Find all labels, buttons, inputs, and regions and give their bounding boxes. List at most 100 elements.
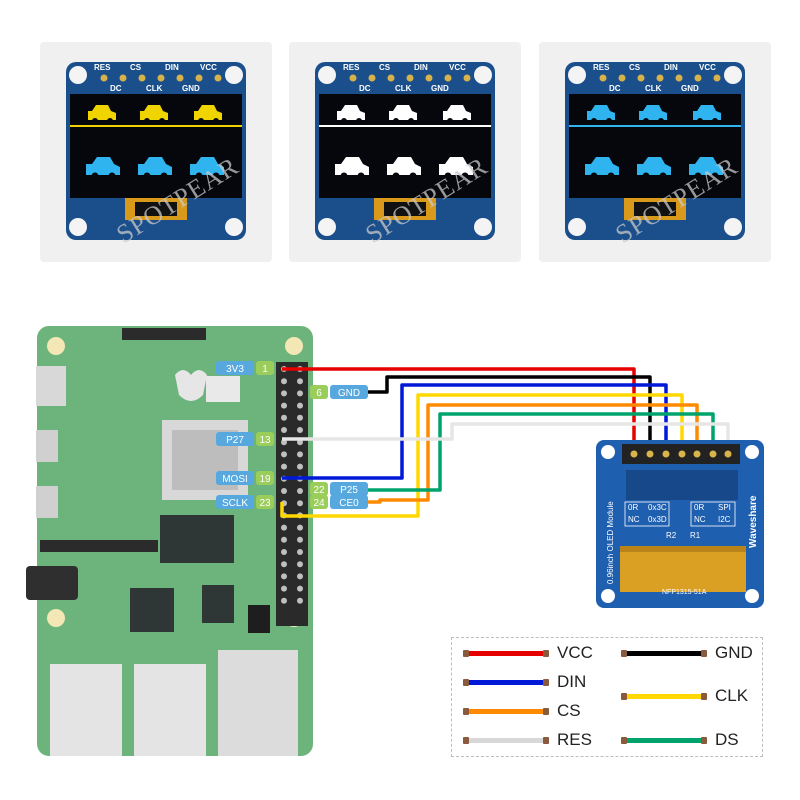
pin-label-sclk: SCLK [222,498,248,509]
pin-label-res: RES [343,63,360,72]
gpio-pin [297,561,303,568]
pin-label-din: DIN [414,63,428,72]
gpio-pin [297,378,303,385]
pin-num-23: 23 [259,498,271,509]
car-icons-top [337,105,471,124]
audio-jack [26,566,78,600]
pin-label-cs: CS [629,63,641,72]
gpio-pin [281,427,287,433]
wires [280,367,730,518]
wire-res [282,422,730,446]
gpio-pin [297,390,303,397]
fpc-text: NFP1315-51A [662,589,707,596]
oled-module-white: RES CS DIN VCC DC CLK GND SPOTPEAR [315,62,495,249]
pin-label-din: DIN [165,63,179,72]
pin-num-6: 6 [316,388,322,399]
camera-connector [40,540,158,552]
pin-label-dc: DC [359,84,371,93]
oled-module-back: 0R 0x3C NC 0x3D 0R SPI NC I2C R2 R1 0.96… [596,440,764,608]
pin-label-cs: CS [379,63,391,72]
gpio-pin [297,524,303,531]
legend-item-vcc: VCC [463,643,593,663]
car-icons-bottom [86,157,224,180]
pin-label-vcc: VCC [699,63,716,72]
gpio-pin [281,536,287,543]
legend-swatch-clk [621,692,707,700]
mount-hole [225,218,243,236]
gpio-pin [281,451,287,458]
usb-port-1 [50,664,122,756]
oled-photo-card-2: RES CS DIN VCC DC CLK GND SPOTPEAR [289,42,521,262]
mount-hole [69,66,87,84]
oled-module-blue: RES CS DIN VCC DC CLK GND SPOTPEAR [565,62,745,249]
car-icons-top [587,105,721,124]
gpio-pin [281,463,287,470]
gpio-header [276,362,308,626]
ram-chip [160,515,234,563]
gpio-pin [297,427,303,433]
legend-label-gnd: GND [715,643,753,662]
pin-label-dc: DC [609,84,621,93]
pin-label-vcc: VCC [449,63,466,72]
pin-label-gnd: GND [338,388,360,399]
raspberry-logo-icon [175,370,207,401]
legend-swatch-din [463,678,549,686]
legend-label-din: DIN [557,672,587,691]
legend-swatch-gnd [621,649,707,657]
pin-label-dc: DC [110,84,122,93]
pin-label-p27: P27 [226,435,244,446]
table-right-0-1: SPI [718,503,731,512]
legend-swatch-vcc [463,649,549,657]
pin-label-mosi: MOSI [222,474,248,485]
resistor-label-r2: R2 [666,531,677,540]
raspberry-pi-board [26,326,313,756]
brand-label: Waveshare [748,495,759,548]
pin-label-clk: CLK [645,84,662,93]
pin-num-22: 22 [313,485,325,496]
oled-photo-card-3: RES CS DIN VCC DC CLK GND SPOTPEAR [539,42,771,262]
pin-label-res: RES [94,63,111,72]
gpio-pin [281,488,287,494]
gpio-pin [297,414,303,421]
table-right-0-0: 0R [694,503,704,512]
gpio-pin [297,500,303,507]
pin-label-vcc: VCC [200,63,217,72]
gpio-pin [297,549,303,555]
display-connector [122,328,206,340]
hdmi-port-1 [36,430,58,462]
gpio-pin [281,414,287,421]
pin-label-res: RES [593,63,610,72]
gpio-pin [281,402,287,409]
gpio-pin [281,585,287,592]
gpio-pin [297,463,303,470]
pin-label-3v3: 3V3 [226,364,244,375]
legend-label-ds: DS [715,730,739,749]
legend-item-gnd: GND [621,643,753,663]
legend-item-din: DIN [463,672,587,692]
gpio-pin [297,573,303,580]
legend-swatch-cs [463,707,549,715]
gpio-pin [297,488,303,494]
gpio-pin [281,549,287,555]
gpio-pin [297,536,303,543]
legend-item-clk: CLK [621,686,748,706]
wire-vcc [282,367,636,446]
legend-item-ds: DS [621,730,739,750]
gpio-pin [297,585,303,592]
hdmi-port-2 [36,486,58,518]
pin-label-cs: CS [130,63,142,72]
usb-c-port [36,366,66,406]
pi-pin-labels: 3V3 1 P27 13 MOSI 19 SCLK 23 6 GND 22 P2… [216,361,368,509]
gpio-pin [297,451,303,458]
gpio-pin [281,597,287,604]
legend-label-vcc: VCC [557,643,593,662]
pin-label-gnd: GND [182,84,200,93]
gpio-pin [297,597,303,604]
wire-gnd [360,375,652,446]
pin-num-13: 13 [259,435,271,446]
table-right-1-0: NC [694,515,706,524]
pin-label-gnd: GND [431,84,449,93]
pin-num-24: 24 [313,498,325,509]
pin-label-clk: CLK [146,84,163,93]
